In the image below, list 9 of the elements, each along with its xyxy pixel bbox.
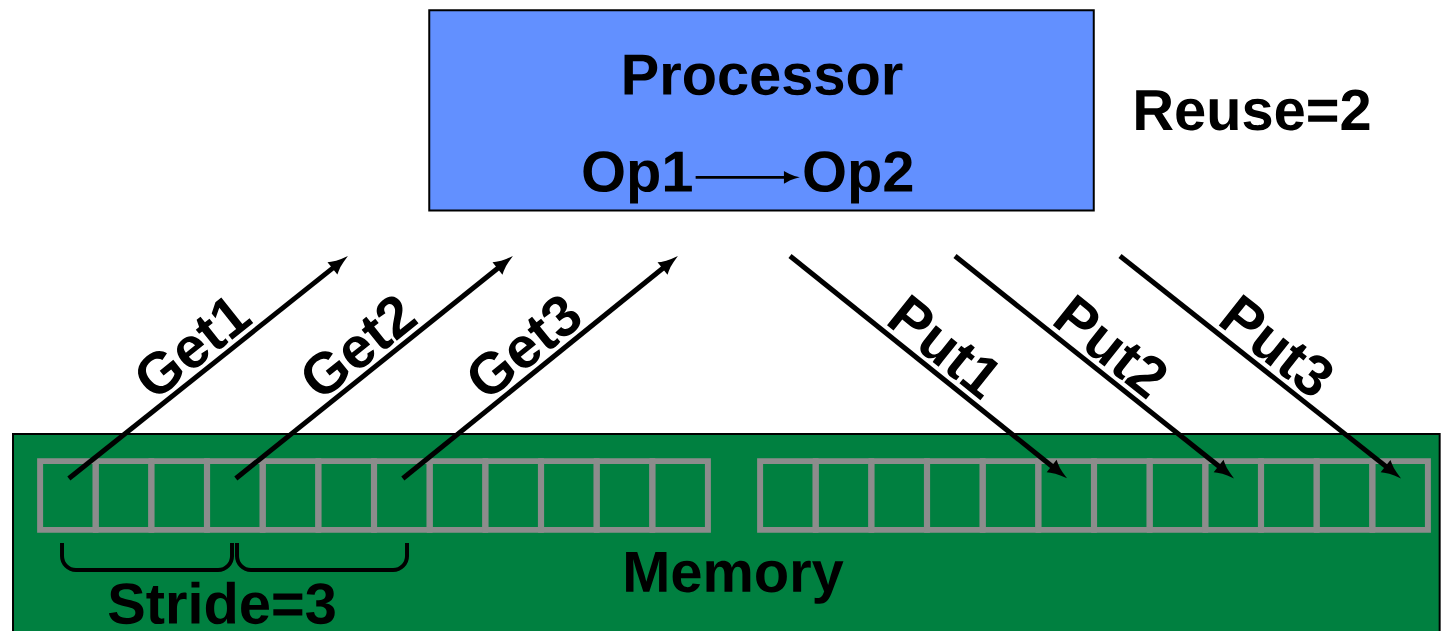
arrow: [1118, 254, 1398, 476]
memory-cell: [1369, 458, 1431, 533]
arrow: [953, 254, 1231, 476]
memory-cell: [649, 458, 711, 533]
arrow: [788, 254, 1064, 476]
operation-label: Op2: [804, 151, 913, 204]
stride-label: Stride=3: [108, 581, 335, 625]
reuse-label: Reuse=2: [1136, 89, 1370, 131]
operation-label: Op1: [583, 151, 692, 204]
